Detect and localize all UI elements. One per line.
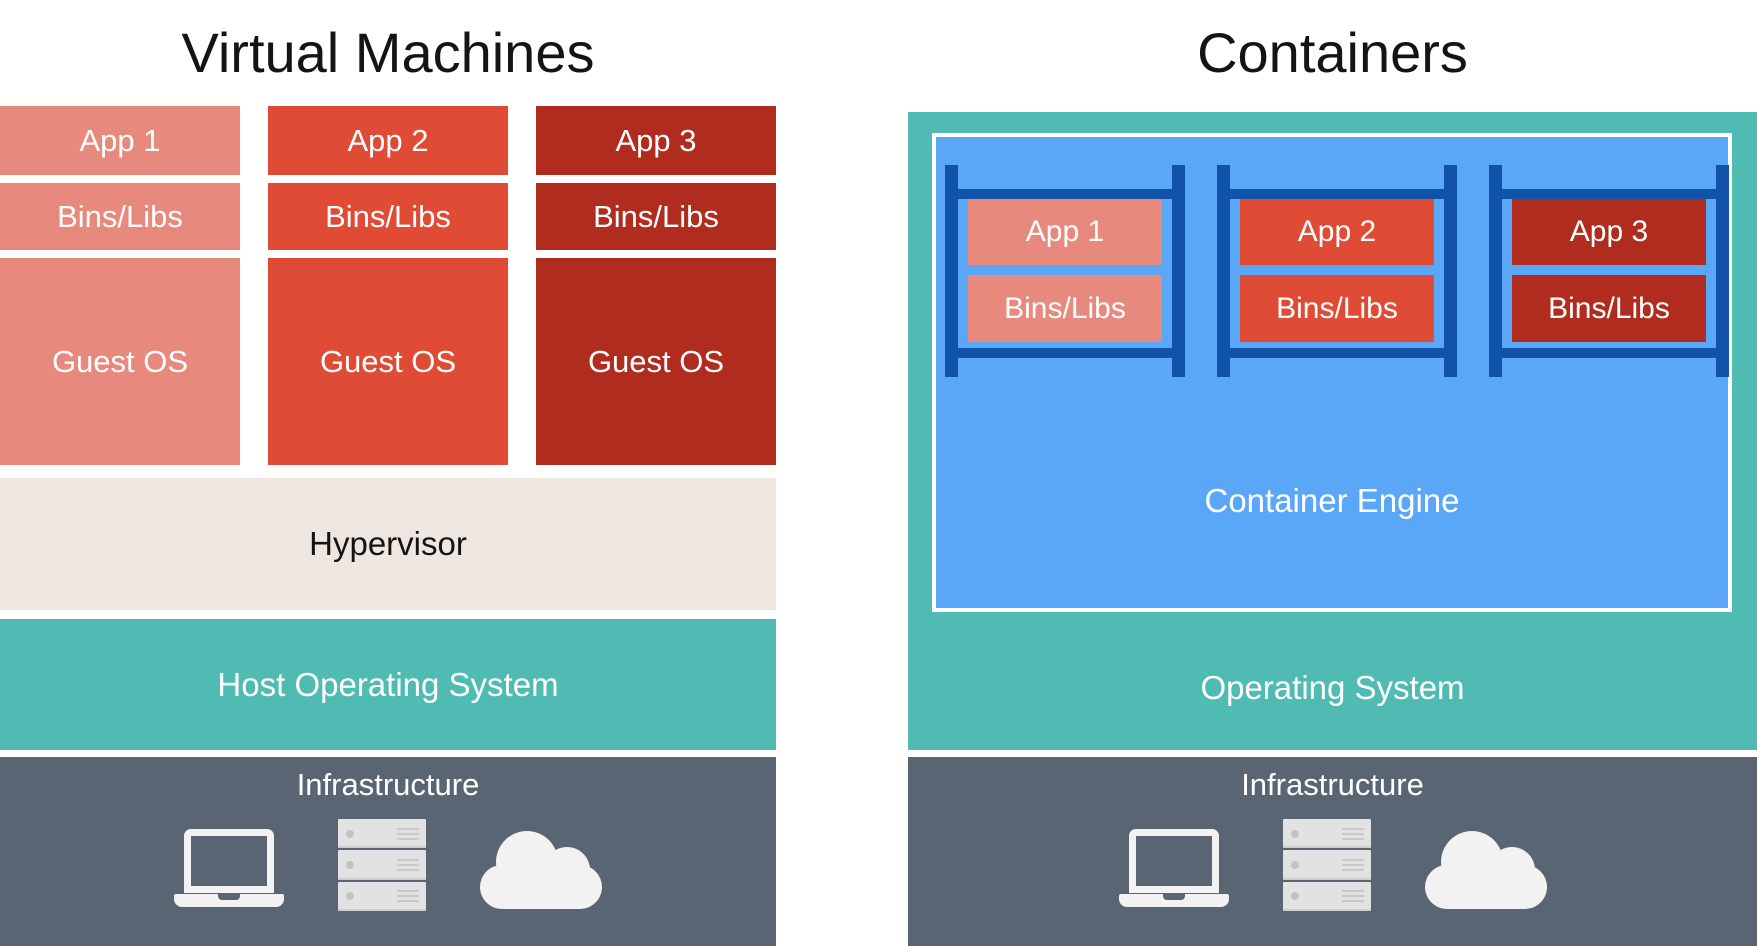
containers-panel-title: Containers — [1197, 21, 1468, 84]
shelf-post — [945, 165, 958, 377]
shelf-post — [1489, 165, 1502, 377]
bins-libs-block: Bins/Libs — [1240, 275, 1434, 342]
shelf-bar — [958, 189, 1172, 199]
app-block: App 1 — [968, 199, 1162, 265]
containers-infrastructure-block: Infrastructure — [908, 757, 1757, 946]
shelf-post — [1716, 165, 1729, 377]
guest-os-block: Guest OS — [0, 258, 240, 465]
guest-os-block: Guest OS — [536, 258, 776, 465]
vm-stacks-grid: App 1 App 2 App 3 Bins/Libs Bins/Libs Bi… — [0, 106, 776, 465]
server-icon — [338, 819, 426, 911]
containers-os-panel: App 1 Bins/Libs App 2 Bins/Libs — [908, 112, 1757, 750]
bins-libs-block: Bins/Libs — [1512, 275, 1706, 342]
vm-infrastructure-block: Infrastructure — [0, 757, 776, 946]
container-shelf: App 2 Bins/Libs — [1217, 165, 1457, 377]
app-block: App 3 — [536, 106, 776, 175]
host-os-block: Host Operating System — [0, 619, 776, 750]
laptop-icon — [174, 829, 284, 911]
app-block: App 3 — [1512, 199, 1706, 265]
container-shelf: App 1 Bins/Libs — [945, 165, 1185, 377]
container-shelves: App 1 Bins/Libs App 2 Bins/Libs — [945, 165, 1729, 377]
operating-system-label: Operating System — [1200, 669, 1465, 706]
shelf-post — [1217, 165, 1230, 377]
infrastructure-icons — [0, 819, 776, 911]
app-block: App 2 — [1240, 199, 1434, 265]
infrastructure-label: Infrastructure — [1241, 767, 1424, 802]
container-engine-box: App 1 Bins/Libs App 2 Bins/Libs — [932, 133, 1732, 612]
shelf-bar — [1230, 348, 1444, 358]
vm-panel-title: Virtual Machines — [181, 21, 595, 84]
cloud-icon — [480, 831, 602, 909]
bins-libs-block: Bins/Libs — [0, 183, 240, 250]
server-icon — [1282, 819, 1371, 911]
infrastructure-label: Infrastructure — [296, 767, 480, 802]
container-engine-label: Container Engine — [1204, 482, 1460, 519]
shelf-post — [1172, 165, 1185, 377]
shelf-bar — [958, 348, 1172, 358]
cloud-icon — [1424, 831, 1547, 909]
app-block: App 2 — [268, 106, 508, 175]
shelf-bar — [1502, 189, 1716, 199]
bins-libs-block: Bins/Libs — [536, 183, 776, 250]
infrastructure-icons — [908, 819, 1757, 911]
bins-libs-block: Bins/Libs — [268, 183, 508, 250]
guest-os-block: Guest OS — [268, 258, 508, 465]
container-shelf: App 3 Bins/Libs — [1489, 165, 1729, 377]
shelf-bar — [1230, 189, 1444, 199]
shelf-bar — [1502, 348, 1716, 358]
bins-libs-block: Bins/Libs — [968, 275, 1162, 342]
shelf-post — [1444, 165, 1457, 377]
laptop-icon — [1118, 829, 1229, 911]
hypervisor-block: Hypervisor — [0, 478, 776, 610]
app-block: App 1 — [0, 106, 240, 175]
